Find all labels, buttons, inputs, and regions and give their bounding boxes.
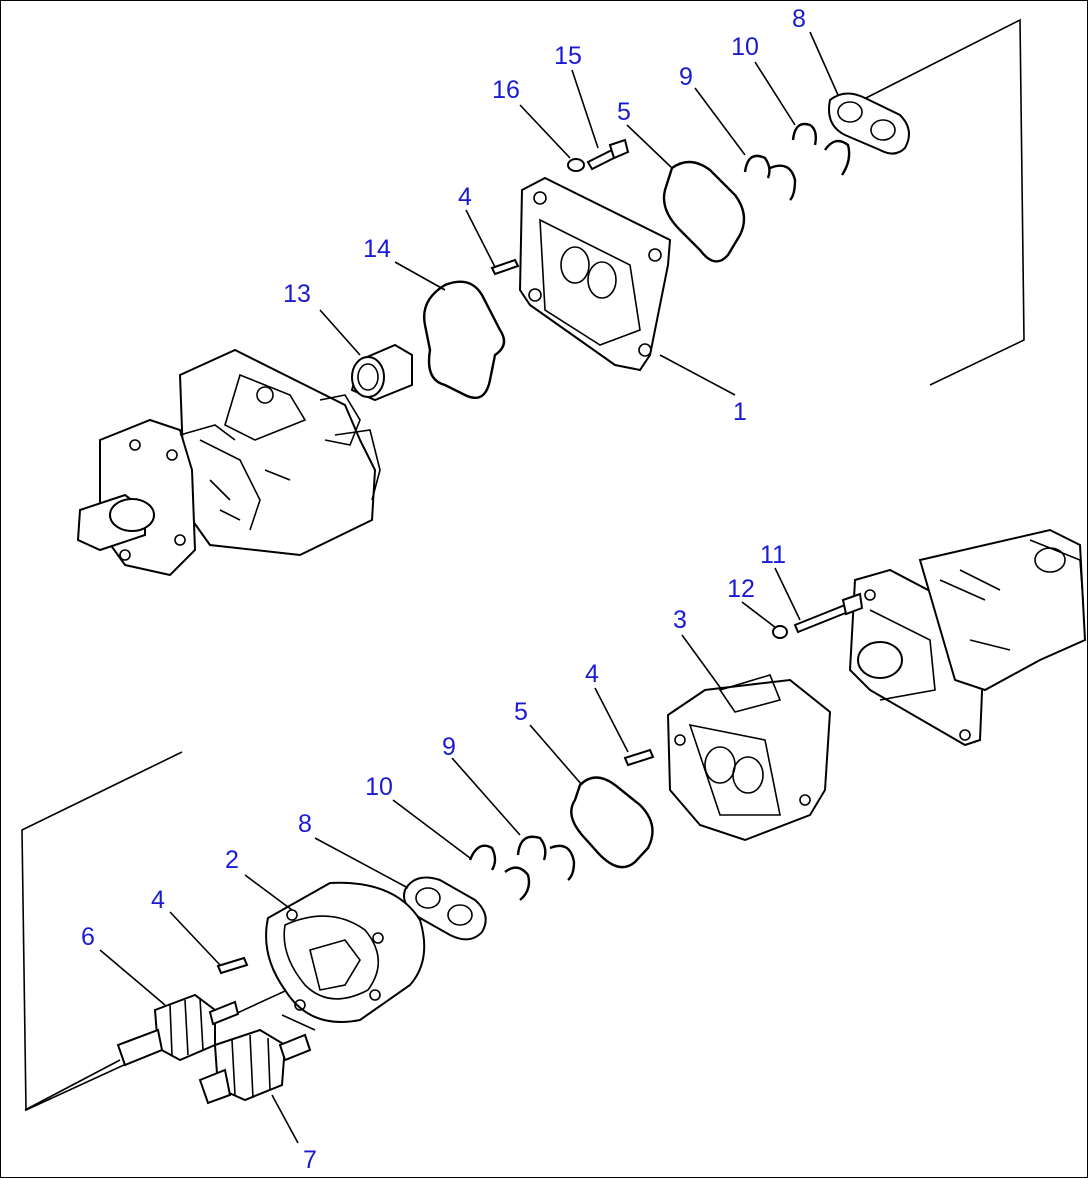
leader-lines [24,31,839,1144]
callout-5-lower: 5 [514,698,528,726]
callout-2: 2 [225,846,239,874]
callout-6: 6 [81,923,95,951]
callout-16: 16 [492,76,520,104]
gear-case-part-2 [265,881,426,1023]
pin-part-4-middle [623,748,655,767]
callout-4-upper: 4 [458,183,472,211]
gasket-part-5-lower [570,776,654,869]
ring-part-10-upper [791,122,851,176]
bolt-part-11 [793,592,864,634]
plate-part-8-upper [828,92,910,155]
callout-1: 1 [733,398,747,426]
pin-part-4-lower [216,956,249,975]
callout-4-lower: 4 [151,886,165,914]
callout-labels: 1 2 3 4 4 4 5 5 6 7 8 8 9 9 10 10 11 12 … [81,5,806,1174]
cover-plate-part-1 [518,176,672,372]
gear-shaft-part-7 [198,1028,312,1105]
gasket-part-5-upper [662,160,746,263]
callout-10-upper: 10 [731,33,759,61]
callout-14: 14 [363,235,391,263]
bolt-part-15 [586,138,630,171]
callout-15: 15 [554,42,582,70]
callout-11: 11 [760,541,786,569]
callout-9-lower: 9 [442,733,456,761]
callout-3: 3 [673,606,687,634]
callout-8-lower: 8 [298,810,312,838]
callout-7: 7 [303,1146,317,1174]
gear-shaft-part-6 [116,993,240,1067]
ring-part-10-lower [468,844,531,901]
main-pump-body [76,348,381,577]
ring-part-9-lower [516,835,576,881]
gasket-part-14 [423,280,506,400]
pin-part-4-upper [490,258,520,276]
callout-4-middle: 4 [585,660,599,688]
nut-part-16 [567,158,585,172]
callout-8-upper: 8 [792,5,806,33]
callout-13: 13 [283,280,311,308]
callout-12: 12 [727,575,755,603]
housing-part-3 [666,674,832,842]
bushing-part-13 [350,343,413,402]
ring-part-9-upper [743,154,797,201]
callout-9-upper: 9 [679,63,693,91]
upper-boundary-lines [861,18,1025,386]
rear-motor-assembly [848,528,1087,747]
callout-10-lower: 10 [365,773,393,801]
nut-part-12 [772,625,788,639]
callout-5-upper: 5 [617,98,631,126]
